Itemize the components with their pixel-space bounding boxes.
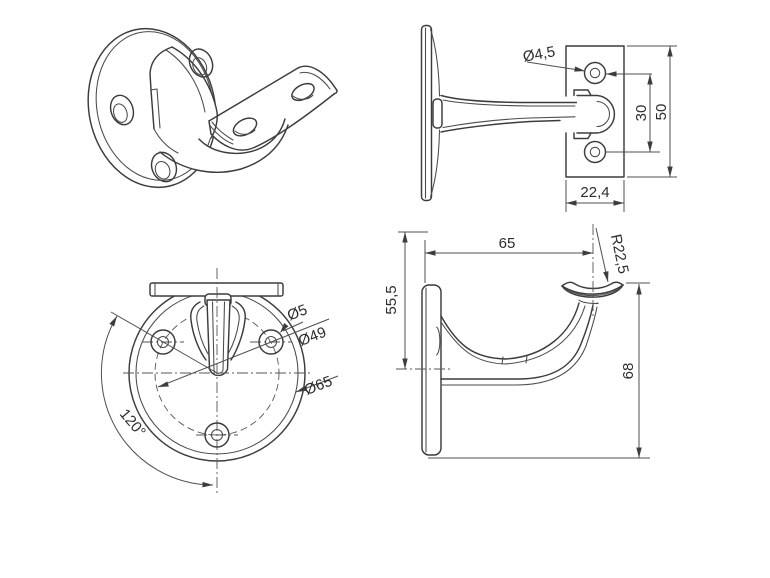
saddle-hole — [232, 117, 258, 137]
dimensions-side-a: Ø4,5 30 50 22,4 — [522, 43, 677, 212]
saddle-plate — [208, 65, 338, 151]
flange-hole — [109, 94, 135, 126]
stem-boss — [432, 98, 443, 129]
fixing-hole-bottom — [583, 140, 607, 164]
wall-disc-edge — [420, 24, 443, 202]
dim-flange-diameter: Ø65 — [302, 373, 335, 399]
arm-fill — [160, 119, 288, 173]
dim-overall-height: 68 — [620, 363, 637, 380]
dim-hole-spacing: 30 — [633, 105, 650, 122]
center-lines-front — [123, 268, 311, 494]
stem-fill — [441, 95, 576, 132]
saddle-cup-profile — [561, 281, 624, 305]
dim-bolt-circle-diameter: Ø49 — [296, 324, 329, 350]
stem — [440, 94, 579, 133]
dim-plate-height: 50 — [653, 104, 670, 121]
flange-hole — [150, 151, 178, 183]
support-arm — [153, 118, 289, 173]
flange-hole — [188, 48, 214, 78]
dim-center-height: 55,5 — [383, 285, 400, 314]
support-arm-profile — [440, 302, 598, 386]
fixing-hole-top — [583, 61, 607, 85]
screw-hole — [258, 329, 284, 355]
saddle-fill — [209, 66, 338, 151]
view-side-a: Ø4,5 30 50 22,4 — [420, 24, 677, 212]
saddle-cap — [573, 89, 616, 140]
dim-screw-hole-diameter: Ø5 — [285, 301, 310, 324]
stem-wings — [190, 301, 246, 361]
view-isometric — [87, 27, 338, 189]
screw-hole — [150, 329, 176, 355]
dim-reach: 65 — [499, 235, 516, 252]
saddle-hole — [291, 82, 315, 102]
dim-hole-diameter: Ø4,5 — [522, 43, 557, 65]
view-front: Ø5 Ø49 Ø65 120° — [100, 268, 339, 494]
screw-hole — [204, 422, 230, 448]
stem-tube — [206, 299, 231, 377]
fixing-plate — [565, 45, 625, 178]
gusset-fin-fill — [150, 47, 218, 139]
dim-plate-width: 22,4 — [580, 184, 609, 201]
wall-disc-profile — [421, 284, 442, 456]
dim-saddle-radius: R22,5 — [607, 233, 632, 276]
dim-hole-angle: 120° — [116, 406, 149, 441]
view-profile: 65 R22,5 55,5 68 — [383, 224, 650, 459]
